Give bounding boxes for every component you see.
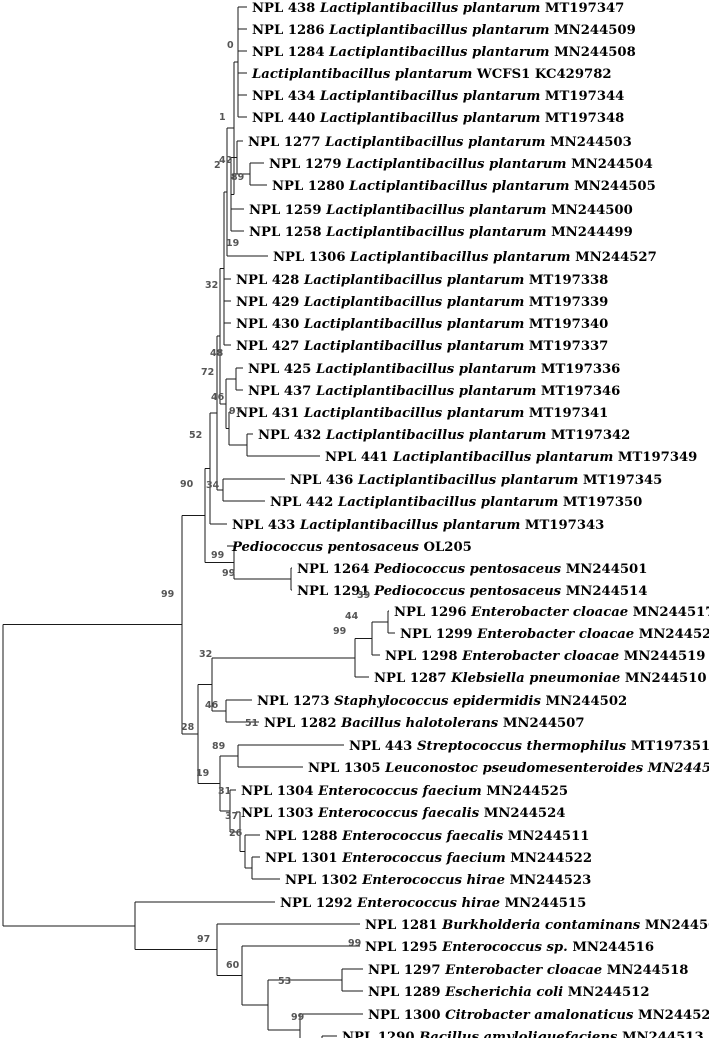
taxon-label: NPL 433 Lactiplantibacillus plantarum MT… bbox=[232, 518, 604, 533]
taxon-label: NPL 425 Lactiplantibacillus plantarum MT… bbox=[248, 362, 620, 377]
taxon-label: NPL 1303 Enterococcus faecalis MN244524 bbox=[241, 806, 565, 821]
taxon-label: NPL 1288 Enterococcus faecalis MN244511 bbox=[265, 829, 589, 844]
bootstrap-value: 46 bbox=[205, 700, 219, 711]
bootstrap-value: 99 bbox=[211, 550, 224, 561]
tree-branches bbox=[2, 6, 395, 1038]
bootstrap-value: 39 bbox=[357, 590, 370, 601]
taxon-label: NPL 1298 Enterobacter cloacae MN244519 bbox=[385, 649, 705, 664]
bootstrap-value: 51 bbox=[245, 718, 258, 729]
taxon-label: NPL 1306 Lactiplantibacillus plantarum M… bbox=[273, 250, 657, 265]
taxon-label: NPL 436 Lactiplantibacillus plantarum MT… bbox=[290, 473, 662, 488]
taxon-label: NPL 1301 Enterococcus faecium MN244522 bbox=[265, 851, 592, 866]
taxon-label: NPL 1277 Lactiplantibacillus plantarum M… bbox=[248, 135, 632, 150]
taxon-label: NPL 428 Lactiplantibacillus plantarum MT… bbox=[236, 273, 608, 288]
bootstrap-value: 46 bbox=[211, 392, 225, 403]
taxon-label: NPL 1289 Escherichia coli MN244512 bbox=[368, 985, 650, 1000]
taxon-label: NPL 429 Lactiplantibacillus plantarum MT… bbox=[236, 295, 608, 310]
taxon-label: NPL 431 Lactiplantibacillus plantarum MT… bbox=[236, 406, 608, 421]
taxon-label: NPL 1273 Staphylococcus epidermidis MN24… bbox=[257, 694, 627, 709]
taxon-label: NPL 434 Lactiplantibacillus plantarum MT… bbox=[252, 89, 624, 104]
taxon-label: NPL 438 Lactiplantibacillus plantarum MT… bbox=[252, 1, 624, 16]
bootstrap-value: 48 bbox=[210, 348, 224, 359]
taxon-labels: NPL 438 Lactiplantibacillus plantarum MT… bbox=[231, 1, 709, 1038]
taxon-label: NPL 1284 Lactiplantibacillus plantarum M… bbox=[252, 45, 636, 60]
taxon-label: NPL 442 Lactiplantibacillus plantarum MT… bbox=[270, 495, 642, 510]
bootstrap-value: 89 bbox=[212, 741, 225, 752]
taxon-label: NPL 1259 Lactiplantibacillus plantarum M… bbox=[249, 203, 633, 218]
bootstrap-value: 19 bbox=[226, 238, 239, 249]
taxon-label: NPL 441 Lactiplantibacillus plantarum MT… bbox=[325, 450, 697, 465]
bootstrap-value: 44 bbox=[345, 611, 359, 622]
taxon-label: NPL 1297 Enterobacter cloacae MN244518 bbox=[368, 963, 688, 978]
taxon-label: NPL 1279 Lactiplantibacillus plantarum M… bbox=[269, 157, 653, 172]
bootstrap-value: 1 bbox=[219, 112, 226, 123]
taxon-label: NPL 1295 Enterococcus sp. MN244516 bbox=[365, 940, 654, 955]
bootstrap-labels: 0 1 42 89 2 19 32 48 72 46 97 52 34 90 99 99 99 39 44 99 32 4… bbox=[161, 40, 370, 1023]
bootstrap-value: 97 bbox=[229, 406, 242, 417]
bootstrap-value: 72 bbox=[201, 367, 214, 378]
bootstrap-value: 42 bbox=[219, 155, 232, 166]
taxon-label: Lactiplantibacillus plantarum WCFS1 KC42… bbox=[251, 67, 612, 82]
taxon-label: NPL 1282 Bacillus halotolerans MN244507 bbox=[264, 716, 585, 731]
bootstrap-value: 19 bbox=[196, 768, 209, 779]
taxon-label: NPL 1264 Pediococcus pentosaceus MN24450… bbox=[297, 562, 647, 577]
bootstrap-value: 34 bbox=[206, 480, 220, 491]
bootstrap-value: 37 bbox=[225, 811, 238, 822]
bootstrap-value: 60 bbox=[226, 960, 240, 971]
taxon-label: NPL 1299 Enterobacter cloacae MN244520 bbox=[400, 627, 709, 642]
taxon-label: NPL 1304 Enterococcus faecium MN244525 bbox=[241, 784, 568, 799]
taxon-label: NPL 1281 Burkholderia contaminans MN2445… bbox=[365, 918, 709, 933]
taxon-label: NPL 1300 Citrobacter amalonaticus MN2445… bbox=[368, 1008, 709, 1023]
taxon-label: NPL 1302 Enterococcus hirae MN244523 bbox=[285, 873, 591, 888]
taxon-label: NPL 437 Lactiplantibacillus plantarum MT… bbox=[248, 384, 620, 399]
taxon-label: NPL 1291 Pediococcus pentosaceus MN24451… bbox=[297, 584, 647, 599]
bootstrap-value: 26 bbox=[229, 828, 243, 839]
bootstrap-value: 2 bbox=[214, 160, 221, 171]
bootstrap-value: 97 bbox=[197, 934, 210, 945]
bootstrap-value: 89 bbox=[231, 172, 244, 183]
bootstrap-value: 99 bbox=[348, 938, 361, 949]
taxon-label: NPL 430 Lactiplantibacillus plantarum MT… bbox=[236, 317, 608, 332]
taxon-label: NPL 1296 Enterobacter cloacae MN244517 bbox=[394, 605, 709, 620]
bootstrap-value: 90 bbox=[180, 479, 194, 490]
taxon-label: NPL 427 Lactiplantibacillus plantarum MT… bbox=[236, 339, 608, 354]
taxon-label: NPL 1280 Lactiplantibacillus plantarum M… bbox=[272, 179, 656, 194]
taxon-label: NPL 440 Lactiplantibacillus plantarum MT… bbox=[252, 111, 624, 126]
bootstrap-value: 99 bbox=[222, 568, 235, 579]
bootstrap-value: 31 bbox=[218, 786, 231, 797]
bootstrap-value: 99 bbox=[333, 626, 346, 637]
bootstrap-value: 28 bbox=[181, 722, 195, 733]
bootstrap-value: 32 bbox=[205, 280, 218, 291]
taxon-label: Pediococcus pentosaceus OL205 bbox=[231, 540, 472, 555]
bootstrap-value: 0 bbox=[227, 40, 234, 51]
taxon-label: NPL 1290 Bacillus amyloliquefaciens MN24… bbox=[342, 1030, 704, 1038]
bootstrap-value: 99 bbox=[161, 589, 174, 600]
bootstrap-value: 52 bbox=[189, 430, 202, 441]
taxon-label: NPL 432 Lactiplantibacillus plantarum MT… bbox=[258, 428, 630, 443]
taxon-label: NPL 1305 Leuconostoc pseudomesenteroides… bbox=[308, 761, 709, 776]
bootstrap-value: 32 bbox=[199, 649, 212, 660]
taxon-label: NPL 1292 Enterococcus hirae MN244515 bbox=[280, 896, 586, 911]
taxon-label: NPL 1258 Lactiplantibacillus plantarum M… bbox=[249, 225, 633, 240]
bootstrap-value: 53 bbox=[278, 976, 291, 987]
taxon-label: NPL 1287 Klebsiella pneumoniae MN244510 bbox=[374, 671, 707, 686]
bootstrap-value: 99 bbox=[291, 1012, 304, 1023]
taxon-label: NPL 1286 Lactiplantibacillus plantarum M… bbox=[252, 23, 636, 38]
taxon-label: NPL 443 Streptococcus thermophilus MT197… bbox=[349, 739, 709, 754]
